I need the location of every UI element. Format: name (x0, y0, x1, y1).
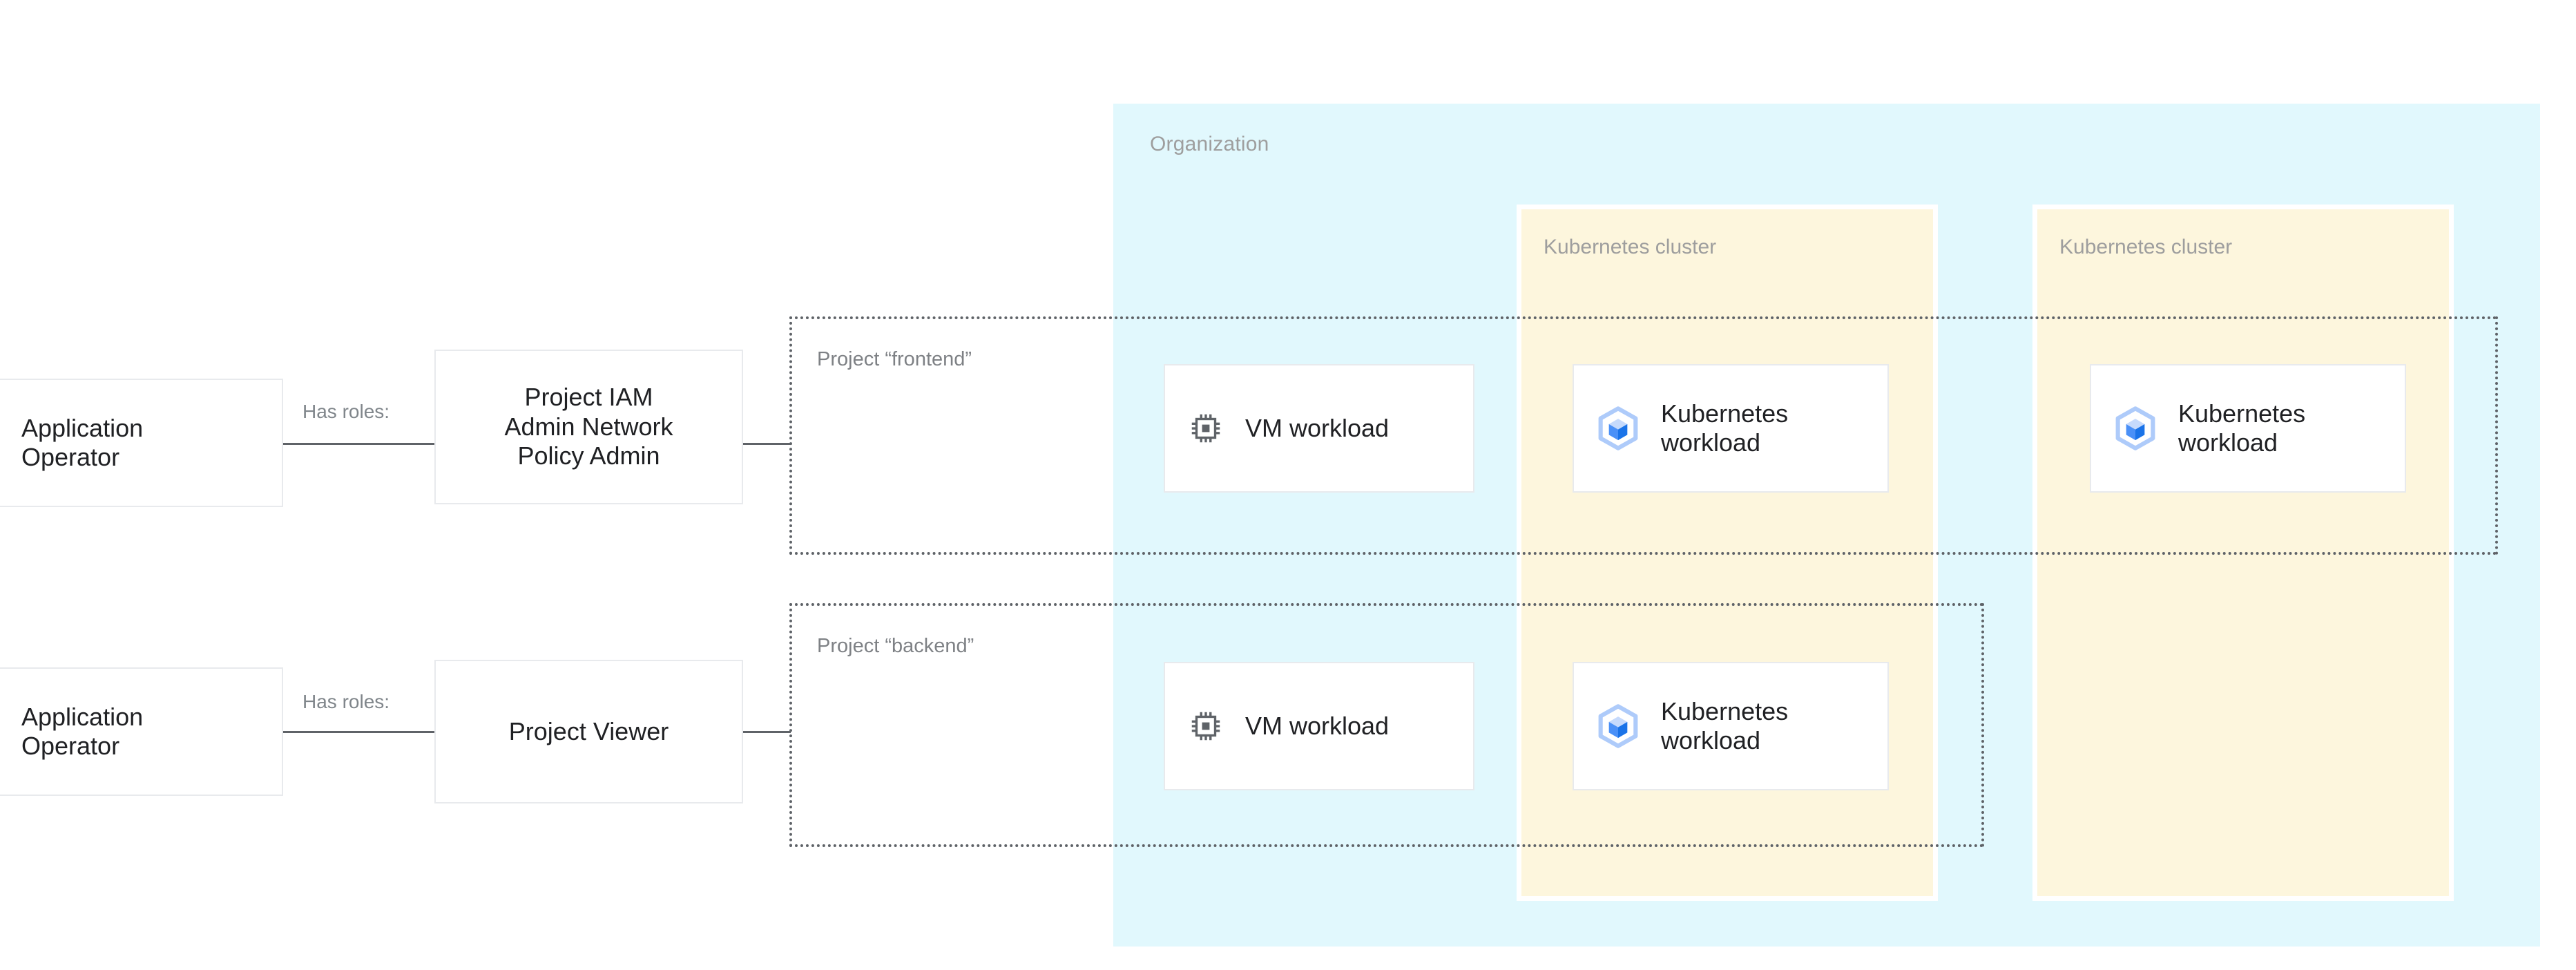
connector-role1-to-project-frontend (743, 443, 791, 445)
role-box-project-iam-admin[interactable]: Project IAM Admin Network Policy Admin (434, 350, 743, 504)
edge-label-has-roles-2: Has roles: (302, 691, 390, 712)
organization-label: Organization (1150, 133, 1269, 155)
kubernetes-workload-card-frontend-cluster1[interactable]: Kubernetes workload (1573, 364, 1889, 493)
project-frontend-label: Project “frontend” (817, 348, 972, 370)
project-backend-label: Project “backend” (817, 635, 974, 657)
edge-label-has-roles-1: Has roles: (302, 401, 390, 422)
kubernetes-workload-card-frontend-cluster2[interactable]: Kubernetes workload (2090, 364, 2406, 493)
connector-actor1-to-role1 (283, 443, 436, 445)
kubernetes-cluster-2-label: Kubernetes cluster (2059, 236, 2233, 258)
project-backend-region: Project “backend” (789, 603, 1984, 847)
project-frontend-region: Project “frontend” (789, 316, 2498, 555)
role-1-label: Project IAM Admin Network Policy Admin (504, 383, 673, 470)
connector-actor2-to-role2 (283, 731, 436, 733)
kubernetes-cube-icon (1598, 704, 1638, 748)
role-box-project-viewer[interactable]: Project Viewer (434, 660, 743, 803)
vm-workload-card-backend[interactable]: VM workload (1164, 662, 1474, 790)
connector-role2-to-project-backend (743, 731, 791, 733)
vm-workload-frontend-label: VM workload (1245, 413, 1390, 442)
actor-2-label: Application Operator (21, 702, 144, 760)
kubernetes-cluster-1-label: Kubernetes cluster (1544, 236, 1717, 258)
actor-1-label: Application Operator (21, 413, 144, 471)
vm-workload-backend-label: VM workload (1245, 711, 1390, 740)
cpu-chip-icon (1191, 414, 1220, 443)
kubernetes-workload-frontend-cluster2-label: Kubernetes workload (2178, 399, 2306, 457)
actor-application-operator-2[interactable]: Application Operator (0, 667, 283, 796)
kubernetes-workload-card-backend-cluster1[interactable]: Kubernetes workload (1573, 662, 1889, 790)
cpu-chip-icon (1191, 712, 1220, 741)
actor-application-operator-1[interactable]: Application Operator (0, 379, 283, 507)
kubernetes-cube-icon (1598, 406, 1638, 450)
kubernetes-cube-icon (2115, 406, 2155, 450)
kubernetes-workload-backend-cluster1-label: Kubernetes workload (1661, 696, 1789, 754)
role-2-label: Project Viewer (508, 716, 669, 745)
vm-workload-card-frontend[interactable]: VM workload (1164, 364, 1474, 493)
kubernetes-workload-frontend-cluster1-label: Kubernetes workload (1661, 399, 1789, 457)
